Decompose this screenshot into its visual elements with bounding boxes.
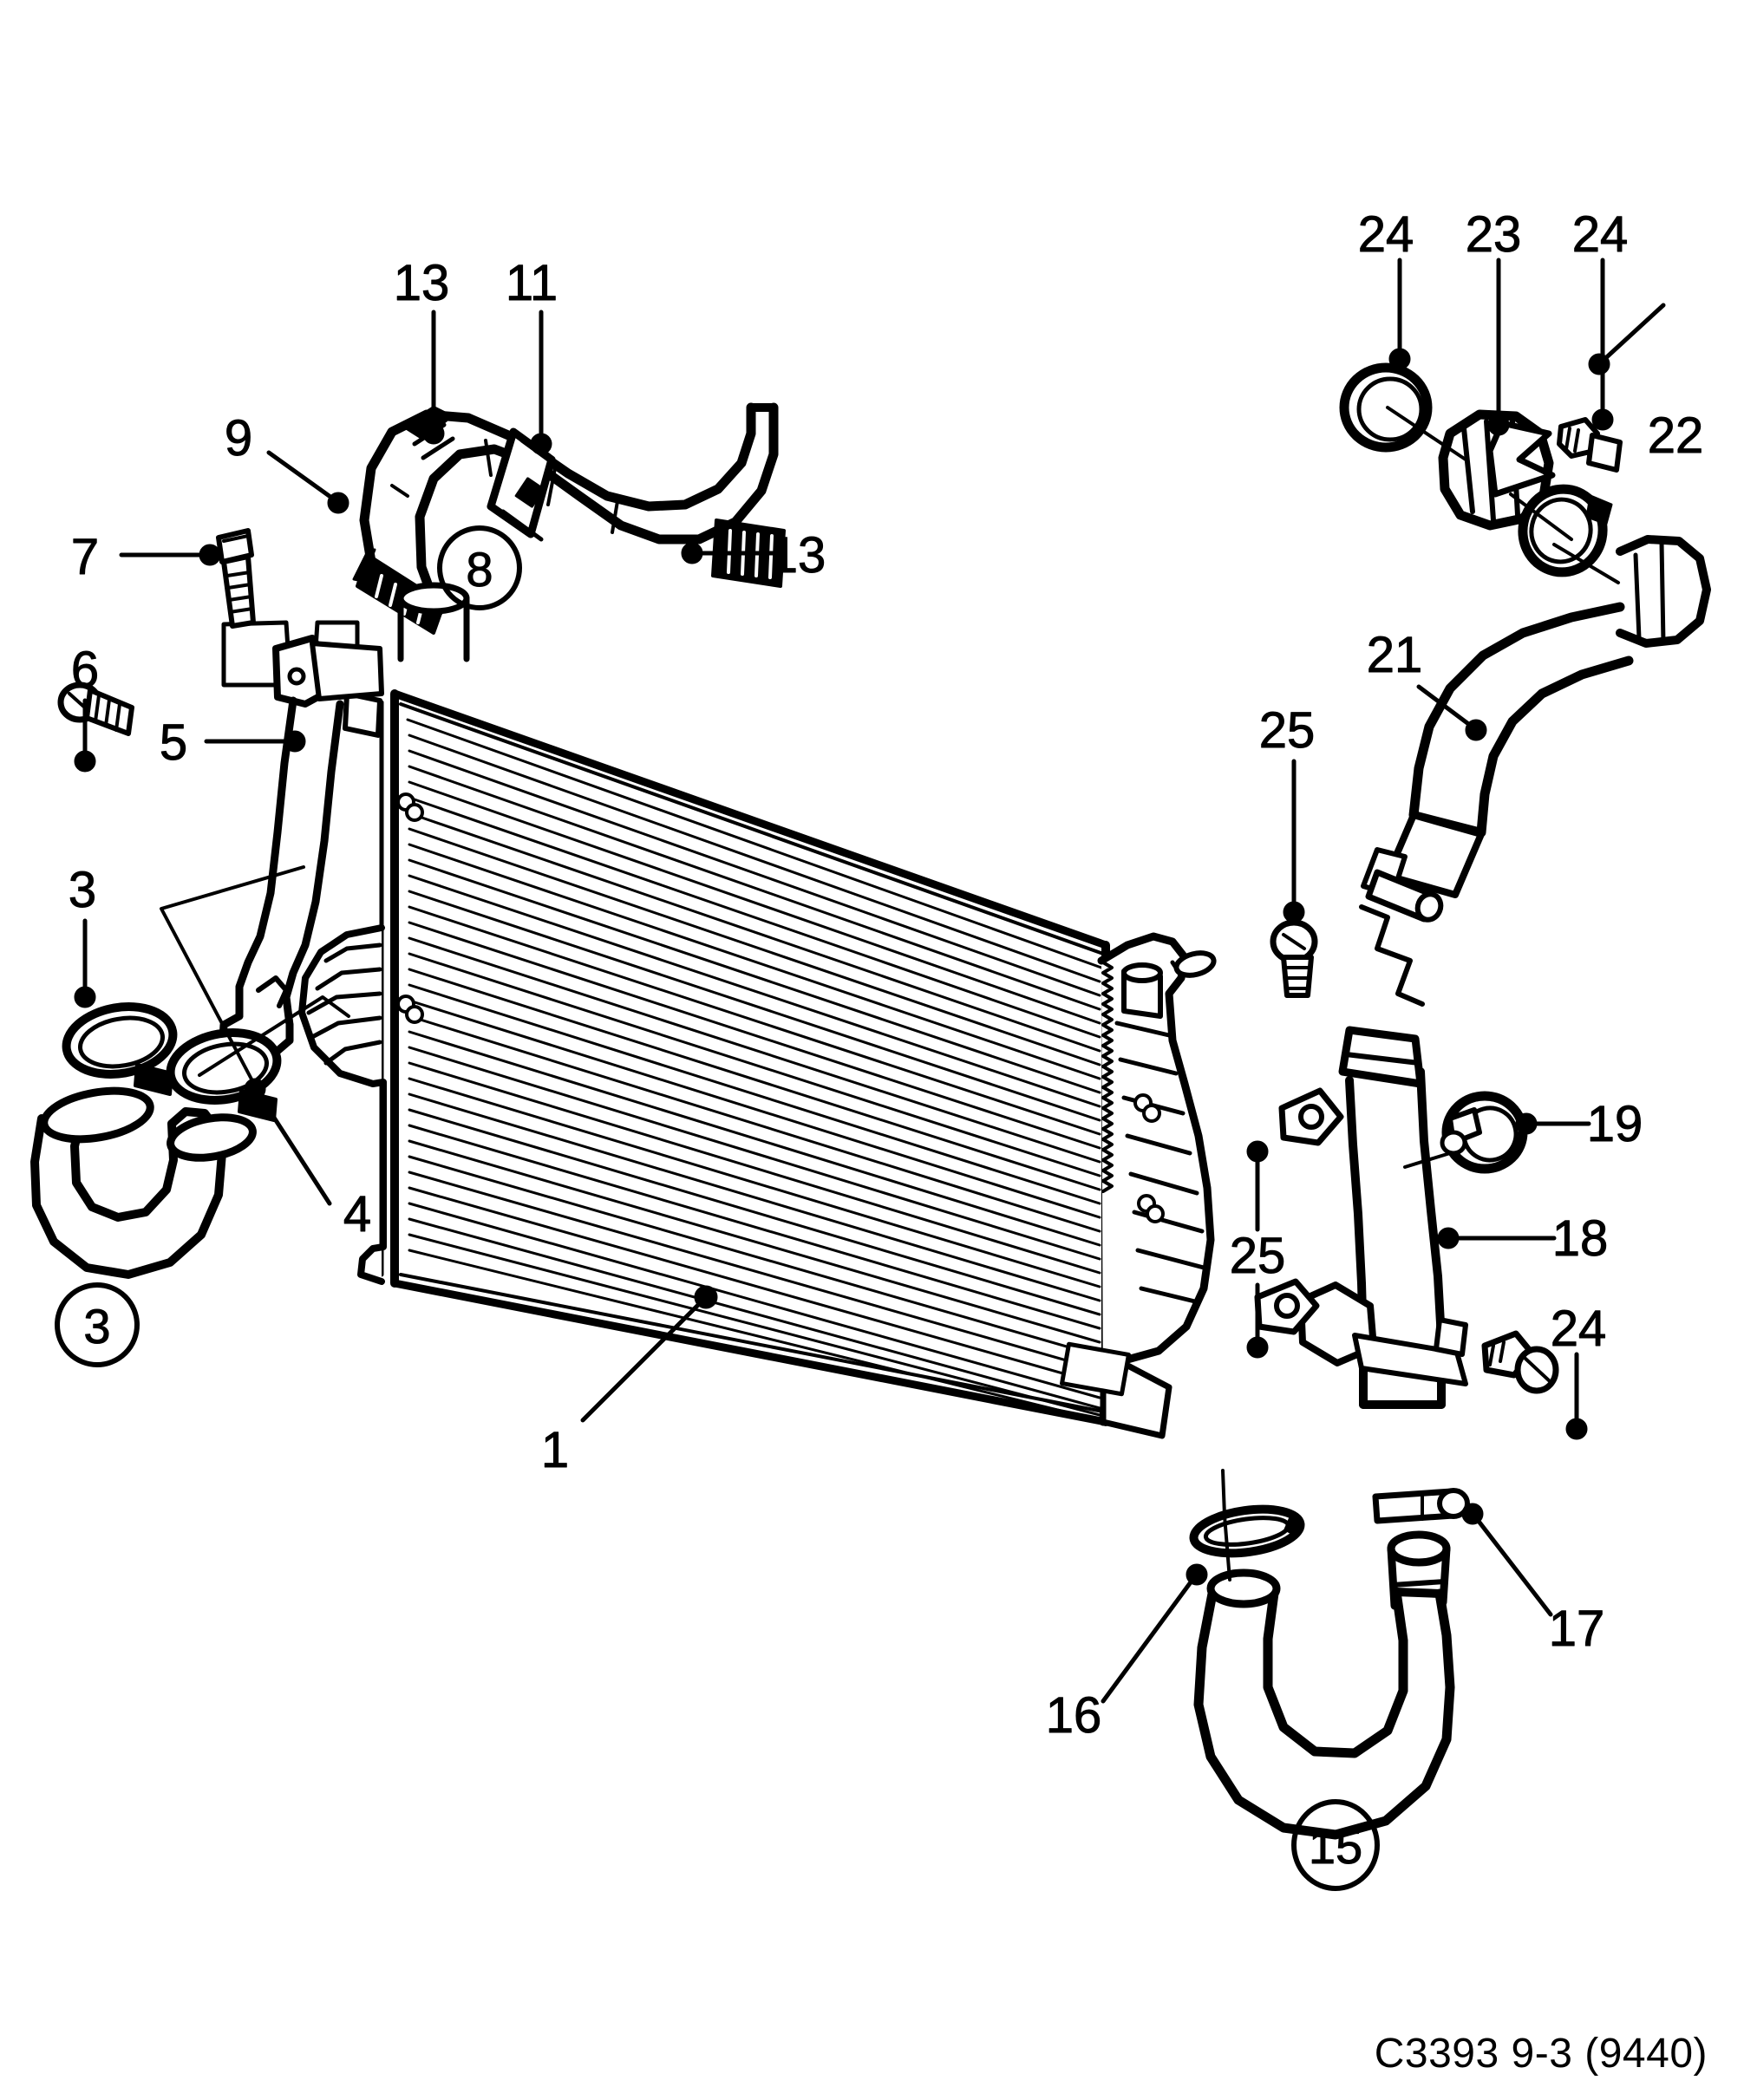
- charge-air-pipe-upper: [397, 582, 470, 662]
- callout-14-circled: 15: [1309, 1819, 1362, 1874]
- left-curved-hose: [30, 1086, 257, 1279]
- pipe-connector-clamp: [487, 427, 563, 542]
- diagram-footer-code: C3393 9-3 (9440): [1374, 2031, 1708, 2077]
- callout-11: 11: [506, 255, 558, 311]
- circle-14: [1291, 1799, 1380, 1891]
- charge-air-hose-lower-right: [1297, 1026, 1468, 1409]
- callout-13-top: 13: [394, 255, 450, 311]
- spring-pin: [1372, 1488, 1470, 1524]
- callout-21: 23: [1466, 206, 1522, 263]
- retaining-clip-screw: [1557, 417, 1623, 473]
- callout-13-right: 13: [770, 527, 826, 584]
- callout-15: 17: [1549, 1601, 1605, 1657]
- callout-25: 25: [1230, 1228, 1286, 1284]
- callout-6: 6: [71, 642, 99, 698]
- rubber-grommet: [1254, 1087, 1344, 1335]
- callout-5: 5: [160, 714, 187, 771]
- callout-24-upper: 25: [1259, 702, 1316, 759]
- flange-screw: [57, 682, 134, 736]
- charge-air-pipe-right: [1359, 535, 1711, 1007]
- circle-8: [437, 525, 522, 610]
- callout-24-lower: 24: [1551, 1301, 1607, 1357]
- callout-2-circled: 3: [83, 1299, 110, 1353]
- bracket-screw-upper: [1270, 919, 1318, 998]
- callout-9: 9: [225, 410, 252, 466]
- intercooler-core: [343, 689, 1110, 1426]
- bracket-screw-lower: [1481, 1330, 1559, 1394]
- retaining-ring: [1518, 484, 1613, 577]
- callout-18: 19: [1587, 1096, 1643, 1152]
- callout-3: 3: [69, 862, 96, 918]
- callout-16: 16: [1046, 1687, 1102, 1744]
- callout-8-circled: 8: [466, 542, 493, 597]
- callout-labels: 13 11 13 9 7 6 5 3 4 1 24 23 24 22 21 25…: [68, 206, 1704, 1875]
- callout-4: 4: [343, 1186, 371, 1242]
- lower-u-hose-assembly: [1193, 1530, 1455, 1840]
- right-end-tank: [1060, 932, 1217, 1439]
- callout-1: 1: [541, 1422, 569, 1478]
- callout-7: 7: [71, 529, 99, 585]
- o-ring-lower: [1189, 1504, 1305, 1558]
- left-end-tank: [298, 792, 424, 1285]
- callout-20: 22: [1648, 408, 1704, 464]
- hose-clamp-lower-right: [1440, 1091, 1528, 1174]
- callout-19: 21: [1367, 627, 1423, 683]
- circle-2: [55, 1282, 140, 1367]
- callout-22: 24: [1358, 206, 1414, 263]
- callout-17: 18: [1552, 1210, 1609, 1267]
- callout-23: 24: [1572, 206, 1629, 263]
- hex-bolt: [216, 528, 256, 629]
